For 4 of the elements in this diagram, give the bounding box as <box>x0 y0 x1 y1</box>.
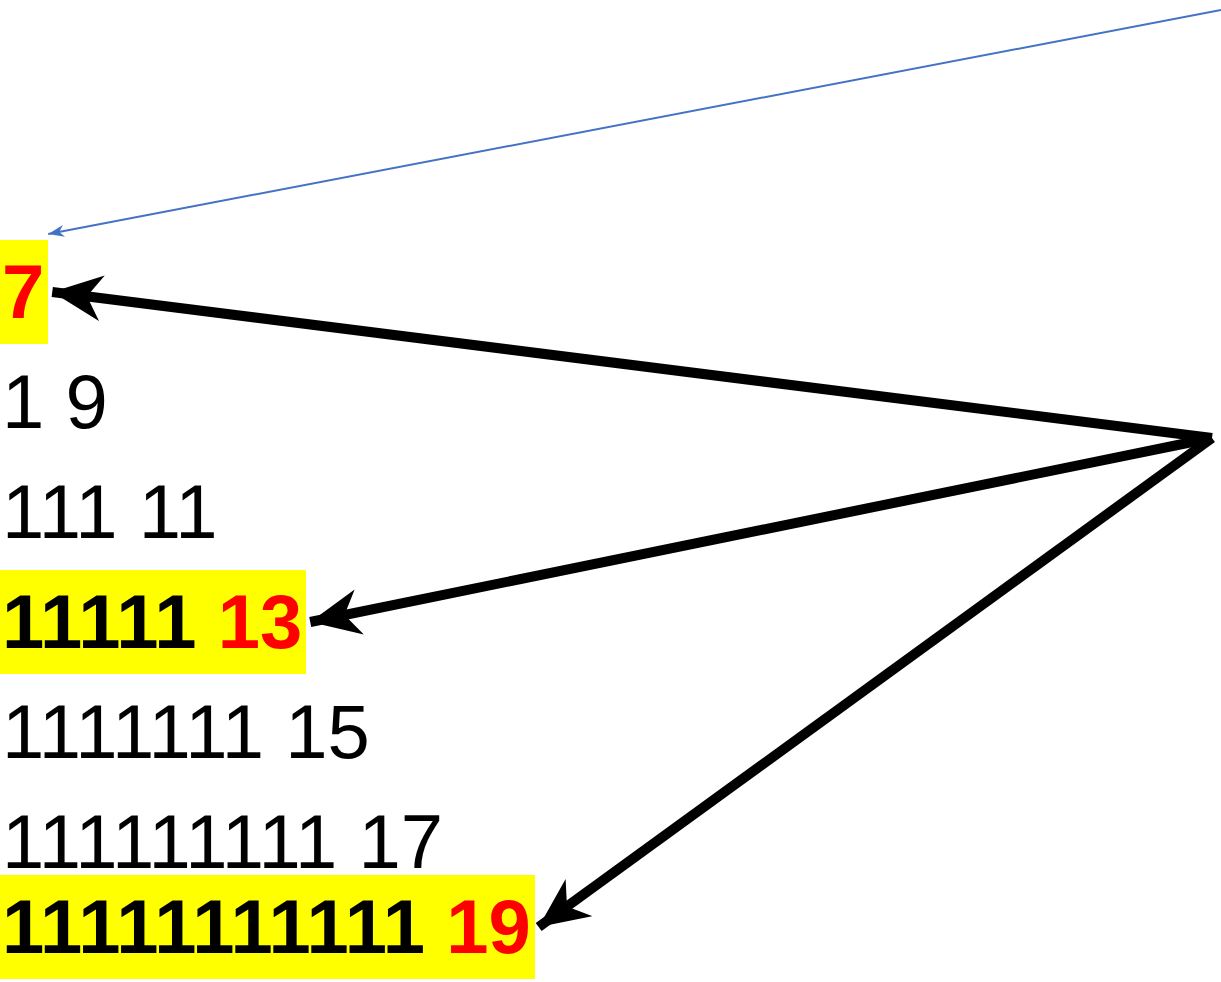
arrow <box>47 9 1221 237</box>
text-line: 1 9 <box>0 350 112 454</box>
text-line: 111 11 <box>0 460 222 564</box>
text-line: 1111111 15 <box>0 680 374 784</box>
